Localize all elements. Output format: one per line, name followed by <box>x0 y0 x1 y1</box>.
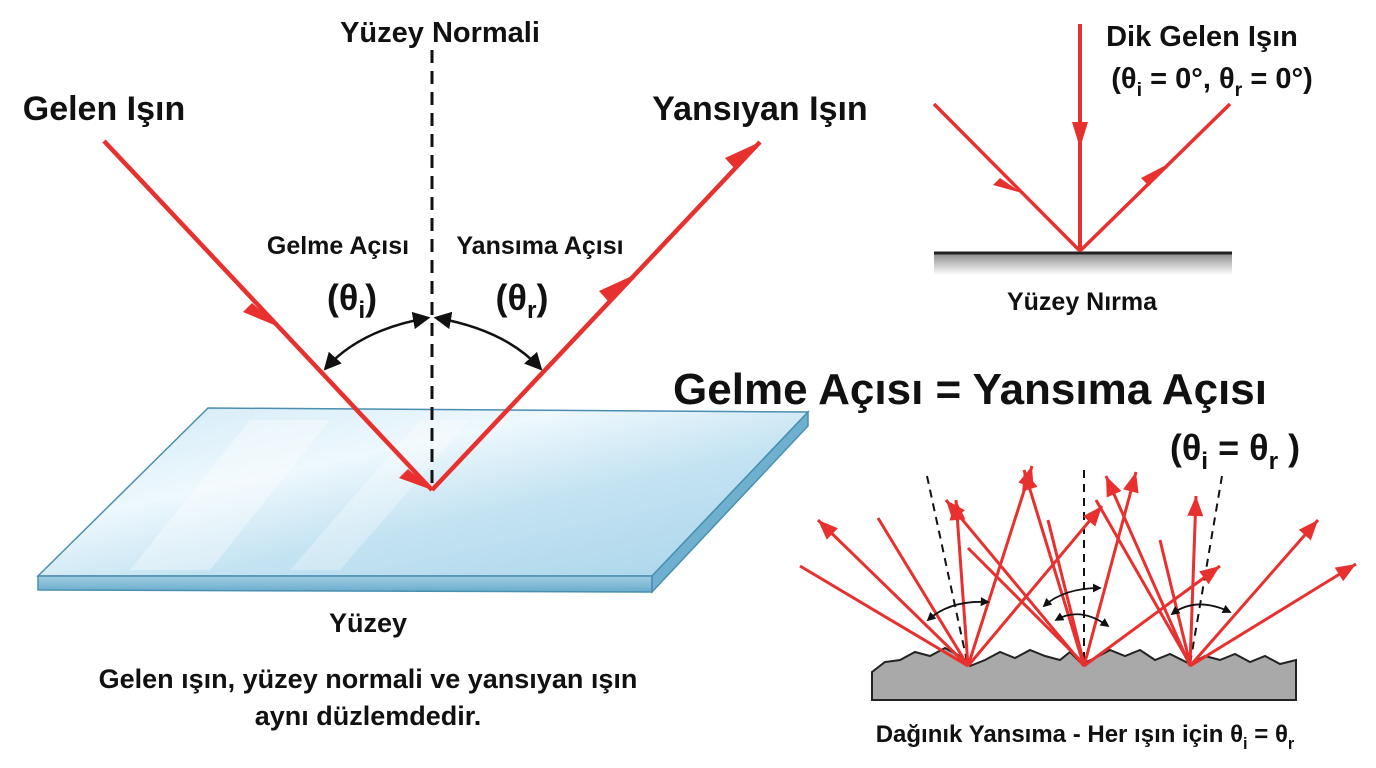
ray-arrowhead <box>993 178 1022 193</box>
theta-i-symbol: (θi) <box>327 277 377 324</box>
diffuse-ray <box>1189 562 1357 668</box>
diffuse-ray-arrowhead <box>946 500 965 521</box>
local-normal-line <box>1189 475 1223 665</box>
diffuse-ray <box>1188 519 1320 667</box>
diffuse-ray <box>1083 564 1221 668</box>
local-normal-line <box>926 475 969 667</box>
reflection-angle-arc <box>433 311 543 371</box>
diffuse-ray <box>1188 495 1198 667</box>
smooth-surface <box>934 253 1232 275</box>
diffuse-ray-arrowhead <box>1106 476 1122 498</box>
normal-incidence-title: Dik Gelen Işın <box>1106 21 1298 53</box>
glass-surface <box>36 407 810 594</box>
diffuse-ray <box>966 505 1104 667</box>
diffuse-ray <box>1082 471 1138 667</box>
law-formula: (θi = θr ) <box>1170 427 1300 475</box>
ray-arrowhead <box>725 142 760 168</box>
theta-r-symbol: (θr) <box>496 277 549 324</box>
incident-ray <box>102 139 434 492</box>
diffuse-ray <box>1104 475 1192 667</box>
diffuse-ray-arrowhead <box>818 520 838 540</box>
diffuse-ray-arrowhead <box>1199 566 1220 585</box>
incidence-angle-label: Gelme Açısı <box>267 232 409 260</box>
law-title: Gelme Açısı = Yansıma Açısı <box>673 365 1267 414</box>
normal-incidence-formula: (θi = 0°, θr = 0°) <box>1111 63 1313 101</box>
diffuse-ray-arrowhead <box>1334 564 1356 582</box>
diffuse-ray <box>954 499 970 667</box>
diffuse-ray-arrowhead <box>1022 470 1038 492</box>
incident-ray-label: Gelen Işın <box>23 90 186 128</box>
diffuse-ray-arrowhead <box>1298 520 1318 541</box>
surface-normal-label: Yüzey Normali <box>340 17 540 49</box>
caption-line-2: aynı düzlemdedir. <box>255 701 482 731</box>
reflection-angle-label: Yansıma Açısı <box>456 232 623 260</box>
diffuse-ray <box>944 499 1086 667</box>
diffuse-ray <box>1022 469 1086 667</box>
ray-arrowhead <box>243 303 279 327</box>
ray-arrowhead <box>599 275 634 301</box>
diffuse-ray-arrowhead <box>1123 472 1139 494</box>
oblique-incident-ray <box>932 102 1082 253</box>
ray-arrowhead <box>1072 122 1088 148</box>
surface-label: Yüzey <box>329 608 407 638</box>
diffuse-ray <box>816 518 970 668</box>
reflected-ray <box>430 140 762 492</box>
ray-arrowhead <box>399 469 432 490</box>
diffuse-angle-arcs <box>926 583 1232 628</box>
reflected-ray-label: Yansıyan Işın <box>652 90 867 128</box>
normal-incidence-diagram: Dik Gelen Işın (θi = 0°, θr = 0°) Yüzey … <box>932 21 1313 316</box>
ray-arrowhead <box>1141 164 1168 186</box>
incidence-angle-arc <box>323 311 431 371</box>
diffuse-ray-arrowhead <box>1083 506 1102 527</box>
diffuse-reflection-diagram: Dağınık Yansıma - Her ışın için θi = θr <box>799 465 1357 753</box>
caption-line-1: Gelen ışın, yüzey normali ve yansıyan ış… <box>99 664 638 694</box>
outgoing-rays <box>816 465 1357 668</box>
diffuse-ray-arrowhead <box>1187 496 1204 517</box>
smooth-surface-label: Yüzey Nırma <box>1007 288 1158 316</box>
diffuse-caption: Dağınık Yansıma - Her ışın için θi = θr <box>876 721 1295 753</box>
